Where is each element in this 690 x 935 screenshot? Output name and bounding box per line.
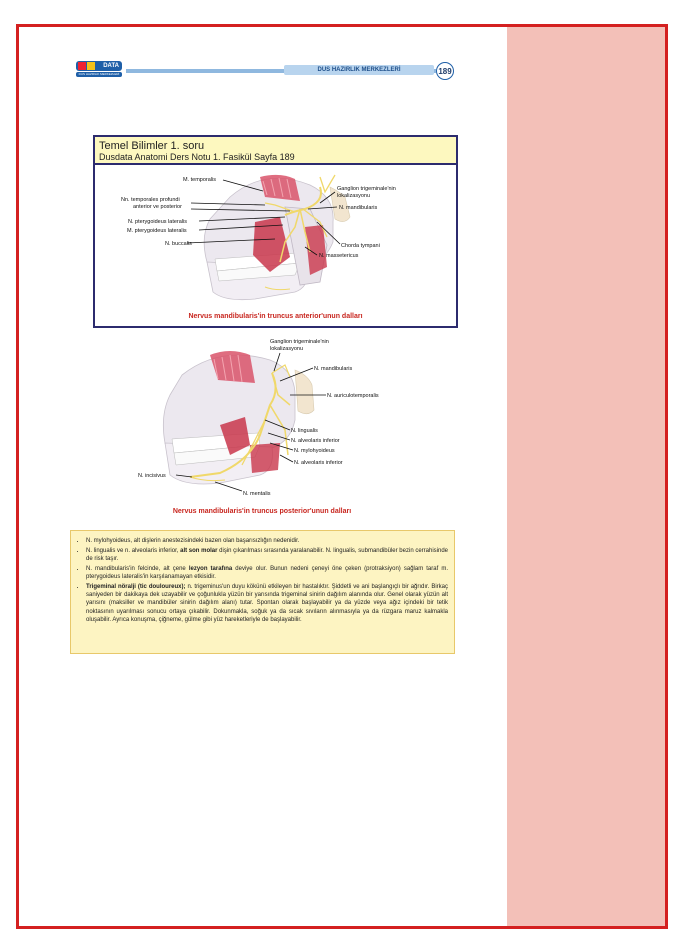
label-ptery-lat-nerve: N. pterygoideus lateralis bbox=[128, 219, 187, 225]
label-mandibularis: N. mandibularis bbox=[314, 366, 352, 372]
label-alveolaris-inferior-1: N. alveolaris inferior bbox=[291, 438, 340, 444]
label-mylohyoideus: N. mylohyoideus bbox=[294, 448, 335, 454]
figure-posterior-caption: Nervus mandibularis'in truncus posterior… bbox=[93, 508, 431, 515]
note-item: Trigeminal nöralji (tic douloureux); n. … bbox=[86, 583, 448, 625]
label-chorda: Chorda tympani bbox=[341, 243, 380, 249]
label-temporales-2: anterior ve posterior bbox=[133, 204, 182, 210]
label-lingualis: N. lingualis bbox=[291, 428, 318, 434]
figure-anterior-caption: Nervus mandibularis'in truncus anterior'… bbox=[95, 313, 456, 320]
label-temporalis: M. temporalis bbox=[183, 177, 216, 183]
dusdata-logo: DATA DUS HAZIRLIK MERKEZLERİ bbox=[74, 61, 124, 81]
question-title: Temel Bilimler 1. soru bbox=[99, 140, 452, 152]
question-header: Temel Bilimler 1. soru Dusdata Anatomi D… bbox=[95, 137, 456, 165]
label-ganglion-1: Ganglion trigeminale'nin bbox=[337, 186, 396, 192]
margin-panel bbox=[507, 27, 665, 926]
label-incisivus: N. incisivus bbox=[138, 473, 166, 479]
page-number: 189 bbox=[436, 62, 454, 80]
label-ganglion-1: Ganglion trigeminale'nin bbox=[270, 339, 329, 345]
label-mentalis: N. mentalis bbox=[243, 491, 271, 497]
label-ptery-lat-muscle: M. pterygoideus lateralis bbox=[127, 228, 187, 234]
posterior-illustration: Ganglion trigeminale'nin lokalizasyonu N… bbox=[130, 335, 400, 500]
question-subtitle: Dusdata Anatomi Ders Notu 1. Fasikül Say… bbox=[99, 152, 452, 162]
label-massetericus: N. massetericus bbox=[319, 253, 359, 259]
header-title: DUS HAZIRLIK MERKEZLERİ bbox=[284, 65, 434, 75]
label-mandibularis: N. mandibularis bbox=[339, 205, 377, 211]
question-box: Temel Bilimler 1. soru Dusdata Anatomi D… bbox=[93, 135, 458, 328]
notes-box: N. mylohyoideus, alt dişlerin anestezisi… bbox=[70, 530, 455, 654]
figure-posterior: Ganglion trigeminale'nin lokalizasyonu N… bbox=[130, 335, 400, 500]
note-item: N. mylohyoideus, alt dişlerin anestezisi… bbox=[86, 537, 448, 545]
anterior-illustration: M. temporalis Nn. temporales profundi an… bbox=[95, 167, 456, 315]
label-alveolaris-inferior-2: N. alveolaris inferior bbox=[294, 460, 343, 466]
label-temporales-1: Nn. temporales profundi bbox=[121, 197, 180, 203]
label-buccalis: N. buccalis bbox=[165, 241, 192, 247]
note-item: N. lingualis ve n. alveolaris inferior, … bbox=[86, 547, 448, 564]
label-auriculotemporalis: N. auriculotemporalis bbox=[327, 393, 379, 399]
label-ganglion-2: lokalizasyonu bbox=[337, 193, 370, 199]
note-item: N. mandibularis'in felcinde, alt çene le… bbox=[86, 565, 448, 582]
figure-anterior: M. temporalis Nn. temporales profundi an… bbox=[95, 167, 456, 315]
page-header: DATA DUS HAZIRLIK MERKEZLERİ DUS HAZIRLI… bbox=[74, 61, 456, 81]
label-ganglion-2: lokalizasyonu bbox=[270, 346, 303, 352]
